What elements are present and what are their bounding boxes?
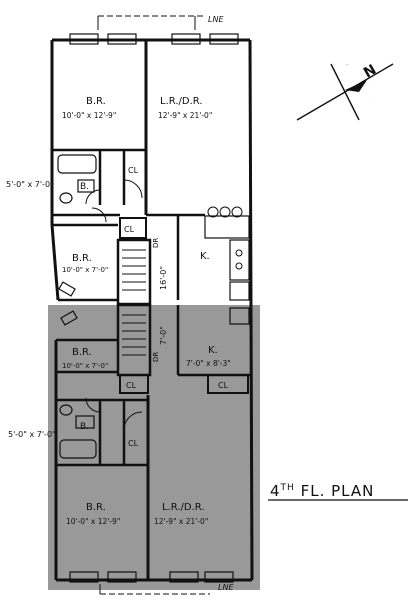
upper-bedroom-front-dims: 10'-0" x 12'-9" <box>62 111 116 120</box>
lower-kitchen-name: K. <box>208 345 218 356</box>
upper-living-dining-dims: 12'-9" x 21'-0" <box>158 111 212 120</box>
top-lane-label: LNE <box>208 15 224 24</box>
bottom-lane-label: LNE <box>218 583 234 592</box>
upper-bedroom-rear-name: B.R. <box>72 253 92 264</box>
upper-hall-dims: 16'-0" <box>159 266 168 290</box>
lower-bedroom-rear-dims: 10'-0" x 7'-0" <box>62 362 108 370</box>
building-outline <box>50 38 254 582</box>
lower-unit: B.R. 10'-0" x 7'-0" K. 7'-0" x 8'-3" CL … <box>8 303 252 526</box>
upper-bedroom-rear-dims: 10'-0" x 7'-0" <box>62 266 108 274</box>
plan-title: 4TH FL. PLAN <box>268 482 408 501</box>
bottom-lane-marker: LNE <box>99 583 234 595</box>
lower-kitchen-dims: 7'-0" x 8'-3" <box>186 359 231 368</box>
top-lane-marker: LNE <box>97 15 224 30</box>
top-windows <box>69 33 239 45</box>
lower-door-mark: DR <box>152 352 160 362</box>
lower-bedroom-rear-name: B.R. <box>72 347 92 358</box>
lower-closet-3: CL <box>128 439 139 448</box>
lower-bedroom-front-name: B.R. <box>86 502 106 513</box>
upper-bedroom-front-name: B.R. <box>86 96 106 107</box>
upper-closet-1: CL <box>128 166 139 175</box>
lower-hall-dims: 7'-0" <box>159 326 168 345</box>
lower-closet-1: CL <box>126 381 137 390</box>
shaded-unit-area <box>48 305 260 590</box>
lower-living-dining-name: L.R./D.R. <box>162 502 205 513</box>
upper-bath-dims: 5'-0" x 7'-0" <box>6 180 54 189</box>
lower-bath-name: B. <box>80 422 89 432</box>
floor-suffix: TH <box>280 483 295 493</box>
upper-closet-2: CL <box>124 225 135 234</box>
upper-kitchen-name: K. <box>200 251 210 262</box>
upper-bath-name: B. <box>80 182 89 192</box>
lower-bath-dims: 5'-0" x 7'-0" <box>8 430 56 439</box>
north-label: N <box>361 62 379 82</box>
upper-unit: B.R. 10'-0" x 12'-9" L.R./D.R. 12'-9" x … <box>6 96 250 306</box>
bottom-windows <box>69 571 234 583</box>
upper-door-mark: DR <box>152 238 160 248</box>
lower-living-dining-dims: 12'-9" x 21'-0" <box>154 517 208 526</box>
plan-title-text: FL. PLAN <box>301 482 375 500</box>
lower-closet-2: CL <box>218 381 229 390</box>
svg-text:4TH FL. PLAN: 4TH FL. PLAN <box>270 482 374 500</box>
north-arrow-icon: N <box>296 62 394 121</box>
lower-bedroom-front-dims: 10'-0" x 12'-9" <box>66 517 120 526</box>
floor-number: 4 <box>270 482 281 500</box>
upper-living-dining-name: L.R./D.R. <box>160 96 203 107</box>
